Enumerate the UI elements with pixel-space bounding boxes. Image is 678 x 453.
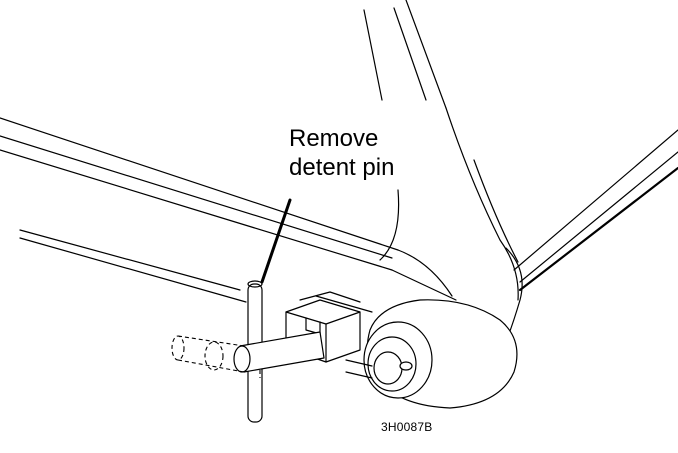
callout-leader-line <box>260 198 292 284</box>
detent-pin-icon <box>233 280 325 423</box>
upper-arm-icon <box>363 0 447 109</box>
frame-rail-icon <box>0 117 457 313</box>
roller-hub-icon <box>345 299 518 409</box>
callout-line-1: Remove <box>289 125 379 152</box>
pivot-arm-icon <box>379 107 678 357</box>
callout-line-2: detent pin <box>289 154 395 181</box>
phantom-pin-icon <box>171 335 261 378</box>
callout-label: Remove detent pin <box>289 124 394 182</box>
figure-id: 3H0087B <box>381 420 433 434</box>
